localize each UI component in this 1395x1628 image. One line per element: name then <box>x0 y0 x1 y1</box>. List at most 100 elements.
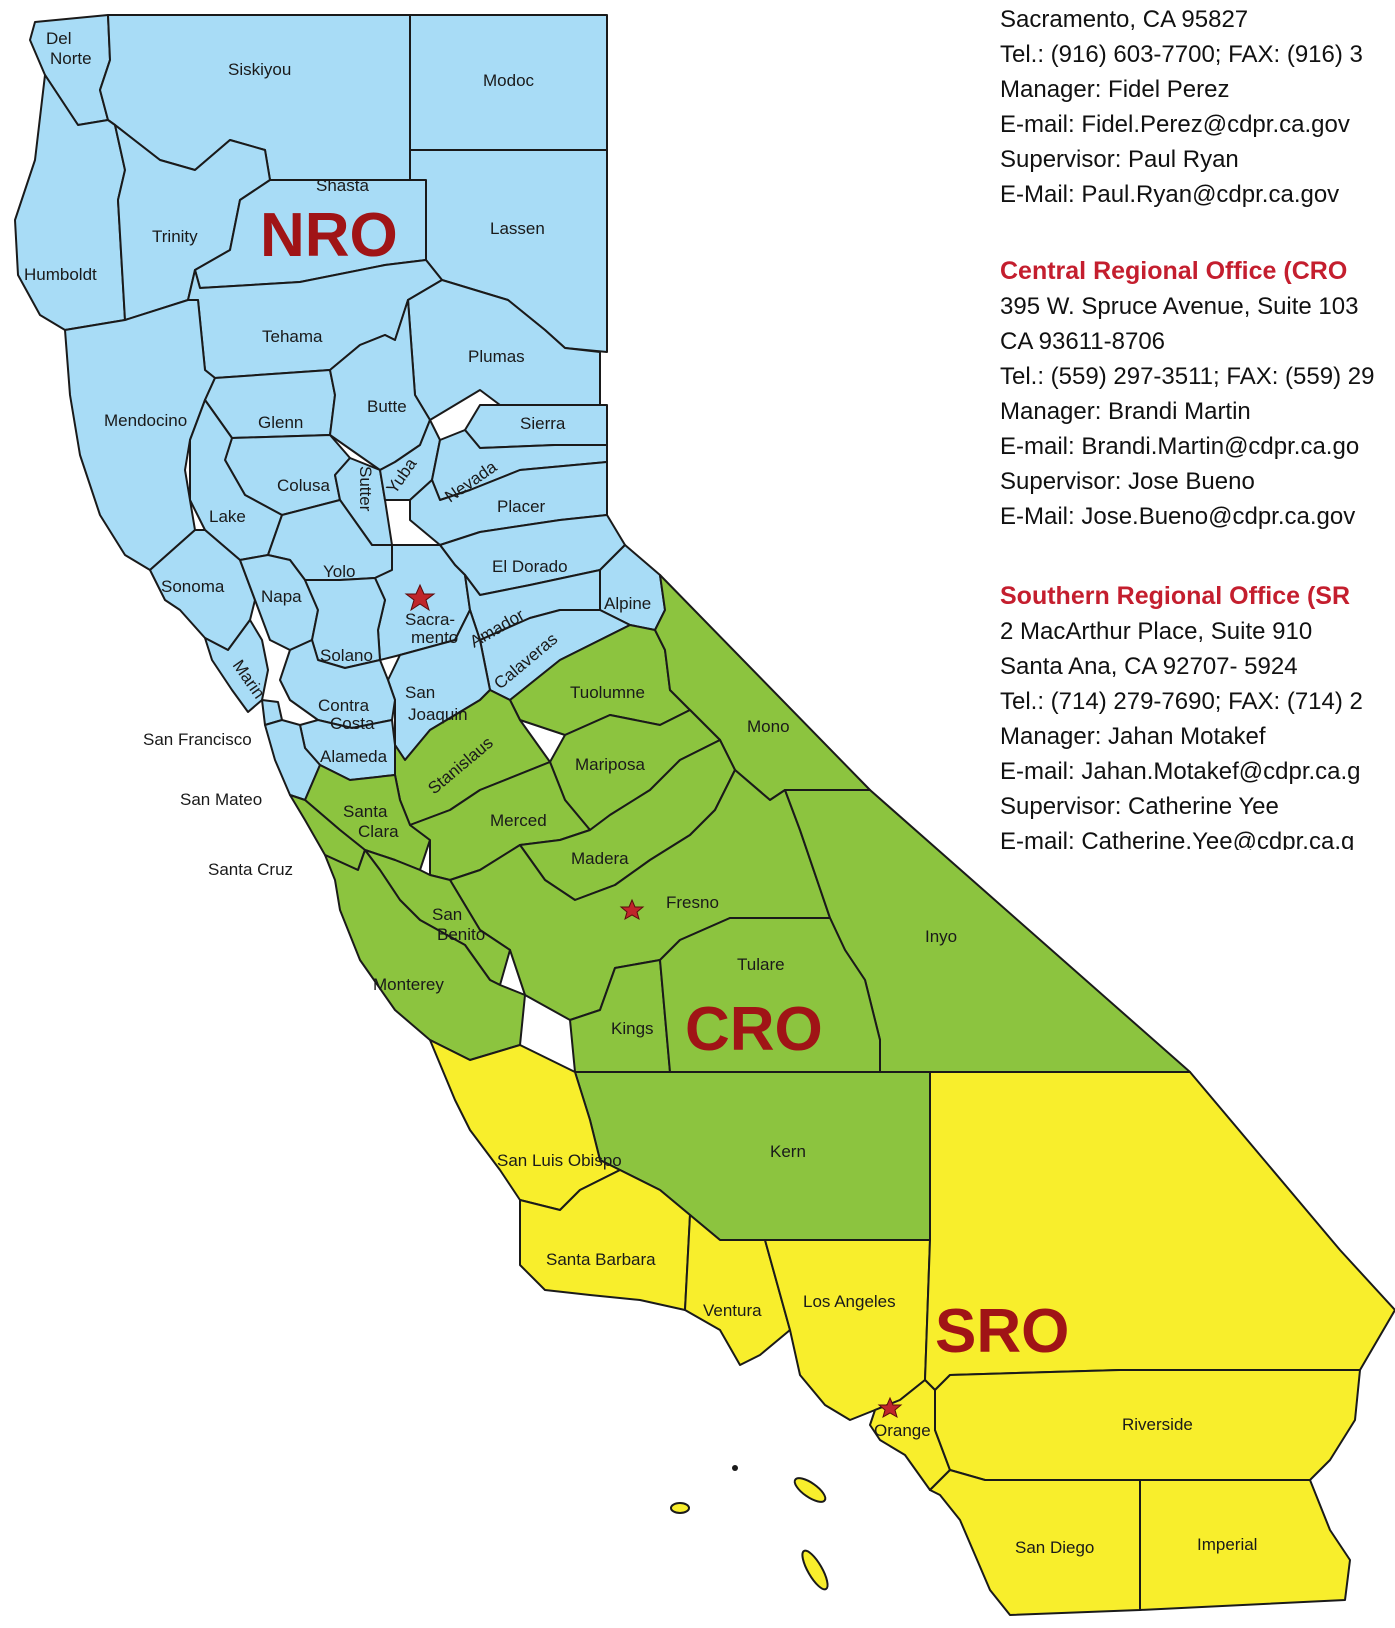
cro-supervisor-line: Supervisor: Jose Bueno <box>1000 468 1255 495</box>
cro-supervisor-email-line: E-Mail: Jose.Bueno@cdpr.ca.gov <box>1000 503 1356 530</box>
santa-ana-office-star-icon <box>877 1396 903 1419</box>
region-label-cro: CRO <box>685 995 823 1064</box>
cro-manager-line: Manager: Brandi Martin <box>1000 398 1251 425</box>
sro-office-block: Southern Regional Office (SR 2 MacArthur… <box>1000 578 1363 850</box>
region-label-nro: NRO <box>260 201 398 270</box>
label-san-diego: San Diego <box>1015 1538 1094 1557</box>
county-tulare <box>659 917 881 1073</box>
county-ventura <box>684 1214 791 1366</box>
region-label-sro: SRO <box>935 1297 1069 1366</box>
cro-region <box>289 574 1191 1241</box>
label-plumas: Plumas <box>468 347 525 366</box>
nro-region <box>14 14 666 801</box>
label-siskiyou: Siskiyou <box>228 60 291 79</box>
cro-address-line: 395 W. Spruce Avenue, Suite 103 <box>1000 293 1359 320</box>
nro-address-line: Sacramento, CA 95827 <box>1000 6 1249 33</box>
nro-manager-line: Manager: Fidel Perez <box>1000 76 1230 103</box>
county-mendocino <box>64 299 216 571</box>
label-colusa: Colusa <box>277 476 330 495</box>
sro-supervisor-line: Supervisor: Catherine Yee <box>1000 793 1279 820</box>
fresno-office-star-icon <box>619 898 645 921</box>
label-kings: Kings <box>611 1019 654 1038</box>
nro-phone-line: Tel.: (916) 603-7700; FAX: (916) 3 <box>1000 41 1363 68</box>
nro-supervisor-email-line: E-Mail: Paul.Ryan@cdpr.ca.gov <box>1000 181 1340 208</box>
label-yolo: Yolo <box>323 562 355 581</box>
label-butte: Butte <box>367 397 407 416</box>
label-trinity: Trinity <box>152 227 198 246</box>
label-tehama: Tehama <box>262 327 323 346</box>
label-lassen: Lassen <box>490 219 545 238</box>
label-el-dorado: El Dorado <box>492 557 568 576</box>
label-mono: Mono <box>747 717 790 736</box>
label-alameda: Alameda <box>320 747 388 766</box>
office-markers <box>404 583 903 1419</box>
label-mendocino: Mendocino <box>104 411 187 430</box>
sro-manager-email-line: E-mail: Jahan.Motakef@cdpr.ca.g <box>1000 758 1361 785</box>
sro-supervisor-email-line: E-mail: Catherine.Yee@cdpr.ca.g <box>1000 828 1355 850</box>
cro-manager-email-line: E-mail: Brandi.Martin@cdpr.ca.go <box>1000 433 1360 460</box>
label-los-angeles: Los Angeles <box>803 1292 896 1311</box>
label-placer: Placer <box>497 497 546 516</box>
label-tulare: Tulare <box>737 955 785 974</box>
cro-office-block: Central Regional Office (CRO 395 W. Spru… <box>1000 253 1374 534</box>
nro-supervisor-line: Supervisor: Paul Ryan <box>1000 146 1239 173</box>
county-placer <box>409 461 608 546</box>
county-imperial <box>1139 1479 1351 1611</box>
label-inyo: Inyo <box>925 927 957 946</box>
label-orange: Orange <box>874 1421 931 1440</box>
sro-phone-line: Tel.: (714) 279-7690; FAX: (714) 2 <box>1000 688 1363 715</box>
label-sonoma: Sonoma <box>161 577 225 596</box>
county-riverside <box>934 1369 1361 1481</box>
nro-office-block: Sacramento, CA 95827 Tel.: (916) 603-770… <box>1000 2 1363 212</box>
label-glenn: Glenn <box>258 413 303 432</box>
label-santa-barbara: Santa Barbara <box>546 1250 656 1269</box>
label-san-mateo: San Mateo <box>180 790 262 809</box>
county-san-diego <box>929 1469 1141 1616</box>
label-san-francisco: San Francisco <box>143 730 252 749</box>
label-riverside: Riverside <box>1122 1415 1193 1434</box>
label-ventura: Ventura <box>703 1301 762 1320</box>
label-merced: Merced <box>490 811 547 830</box>
label-fresno: Fresno <box>666 893 719 912</box>
label-imperial: Imperial <box>1197 1535 1257 1554</box>
label-lake: Lake <box>209 507 246 526</box>
county-contra-costa <box>279 639 396 729</box>
label-solano: Solano <box>320 646 373 665</box>
label-san-luis-obispo: San Luis Obispo <box>497 1151 622 1170</box>
sacramento-office-star-icon <box>404 583 436 612</box>
sro-address-line: 2 MacArthur Place, Suite 910 <box>1000 618 1313 645</box>
label-modoc: Modoc <box>483 71 535 90</box>
label-santa-cruz: Santa Cruz <box>208 860 293 879</box>
label-napa: Napa <box>261 587 302 606</box>
cro-office-heading: Central Regional Office (CRO <box>1000 257 1348 285</box>
label-shasta: Shasta <box>316 176 369 195</box>
label-mariposa: Mariposa <box>575 755 645 774</box>
office-contact-panel: Sacramento, CA 95827 Tel.: (916) 603-770… <box>1000 0 1395 850</box>
label-madera: Madera <box>571 849 629 868</box>
label-sierra: Sierra <box>520 414 566 433</box>
county-monterey <box>324 849 526 1061</box>
nro-manager-email-line: E-mail: Fidel.Perez@cdpr.ca.gov <box>1000 111 1350 138</box>
county-los-angeles <box>764 1239 931 1421</box>
cro-city-line: CA 93611-8706 <box>1000 328 1166 355</box>
label-monterey: Monterey <box>373 975 444 994</box>
label-tuolumne: Tuolumne <box>570 683 645 702</box>
county-marin <box>204 619 269 713</box>
cro-phone-line: Tel.: (559) 297-3511; FAX: (559) 29 <box>1000 363 1375 390</box>
label-alpine: Alpine <box>604 594 651 613</box>
sro-region <box>429 1039 1395 1616</box>
sro-city-line: Santa Ana, CA 92707- 5924 <box>1000 653 1298 680</box>
label-sacramento: Sacra-mento <box>405 610 458 647</box>
channel-islands <box>670 1465 829 1591</box>
label-kern: Kern <box>770 1142 806 1161</box>
label-sutter: Sutter <box>356 466 375 512</box>
sro-office-heading: Southern Regional Office (SR <box>1000 582 1351 610</box>
sro-manager-line: Manager: Jahan Motakef <box>1000 723 1266 750</box>
label-humboldt: Humboldt <box>24 265 97 284</box>
